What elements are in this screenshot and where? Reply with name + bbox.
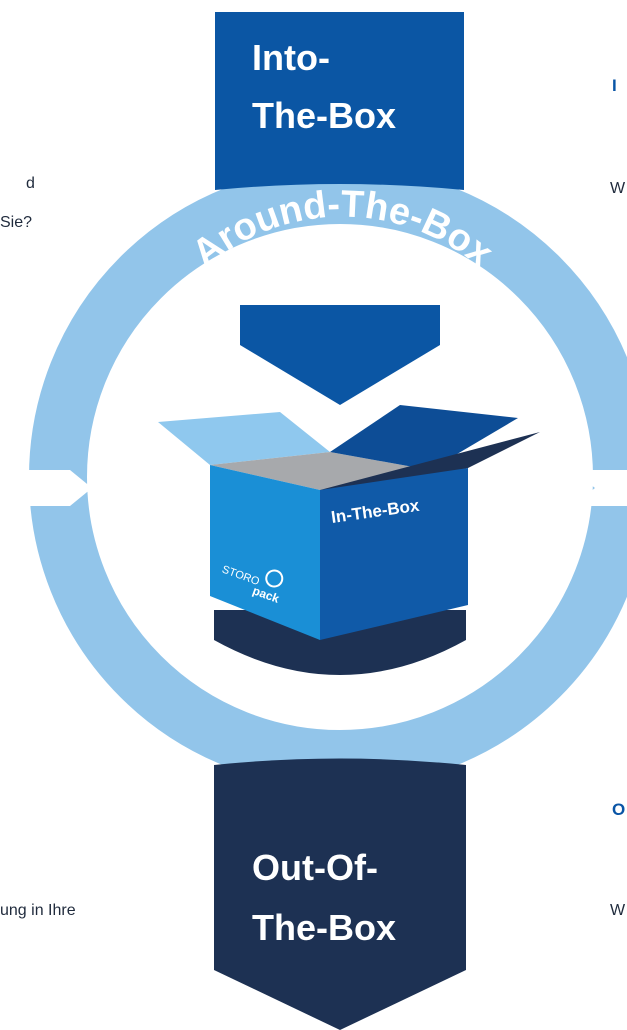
out-label-line-2: The-Box xyxy=(252,907,396,948)
into-label-line-2: The-Box xyxy=(252,95,396,136)
out-arrow: Out-Of- The-Box xyxy=(214,610,466,1030)
out-label-line-1: Out-Of- xyxy=(252,847,378,888)
out-arrow-body xyxy=(214,759,466,1030)
into-label-line-1: Into- xyxy=(252,37,330,78)
into-arrow-head xyxy=(240,305,440,405)
ring-notch-right xyxy=(572,470,627,506)
in-the-box: In-The-Box STORO pack xyxy=(158,405,540,640)
